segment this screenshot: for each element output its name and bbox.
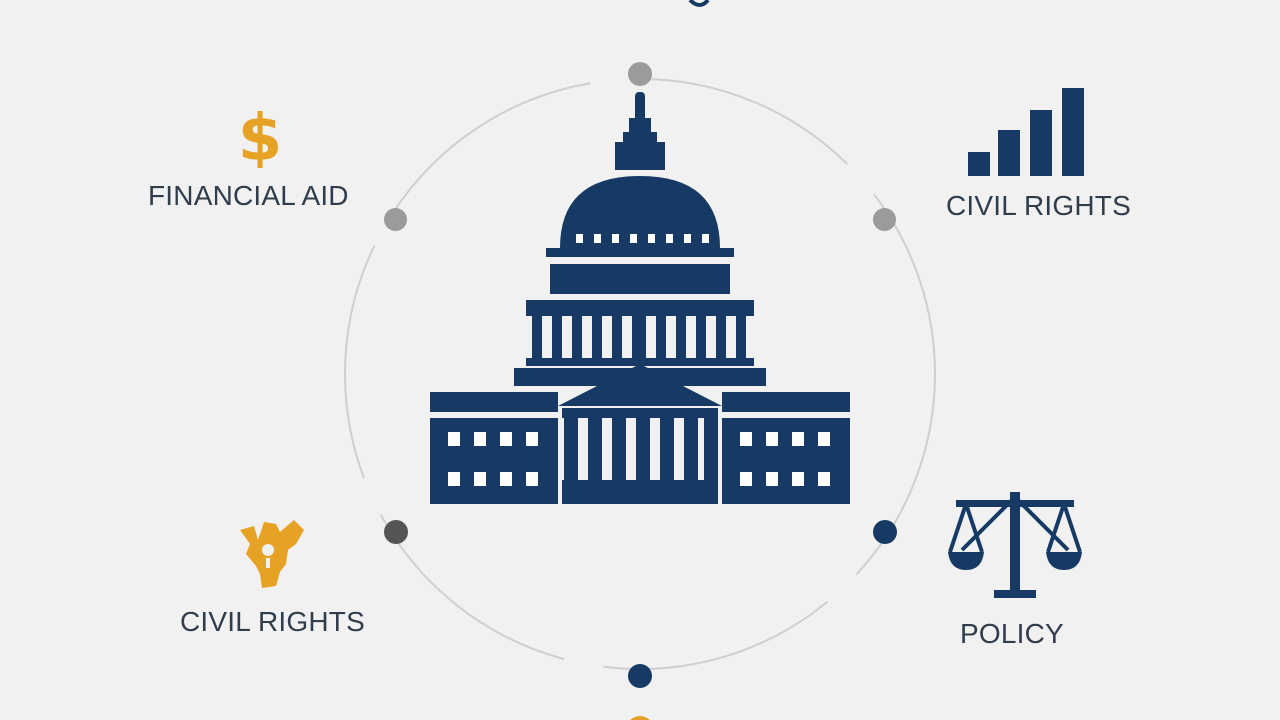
dollar-sign-icon: $ <box>238 102 283 168</box>
bar-chart-icon <box>968 88 1084 176</box>
ring-node-top <box>628 62 652 86</box>
ring-node-upper-left <box>384 208 407 231</box>
label-civil-rights-bottom: CIVIL RIGHTS <box>180 606 365 637</box>
ring-node-upper-right <box>873 208 896 231</box>
ring-node-bottom <box>628 664 652 688</box>
ring-node-lower-left <box>384 520 408 544</box>
label-civil-rights-top: CIVIL RIGHTS <box>946 190 1131 221</box>
ring-node-lower-right <box>873 520 897 544</box>
hand-icon <box>240 520 304 588</box>
svg-text:$: $ <box>238 102 283 168</box>
capitol-building-icon <box>430 92 850 504</box>
label-financial-aid: FINANCIAL AID <box>148 180 349 211</box>
scales-of-justice-icon <box>948 492 1082 598</box>
label-policy: POLICY <box>960 618 1064 649</box>
